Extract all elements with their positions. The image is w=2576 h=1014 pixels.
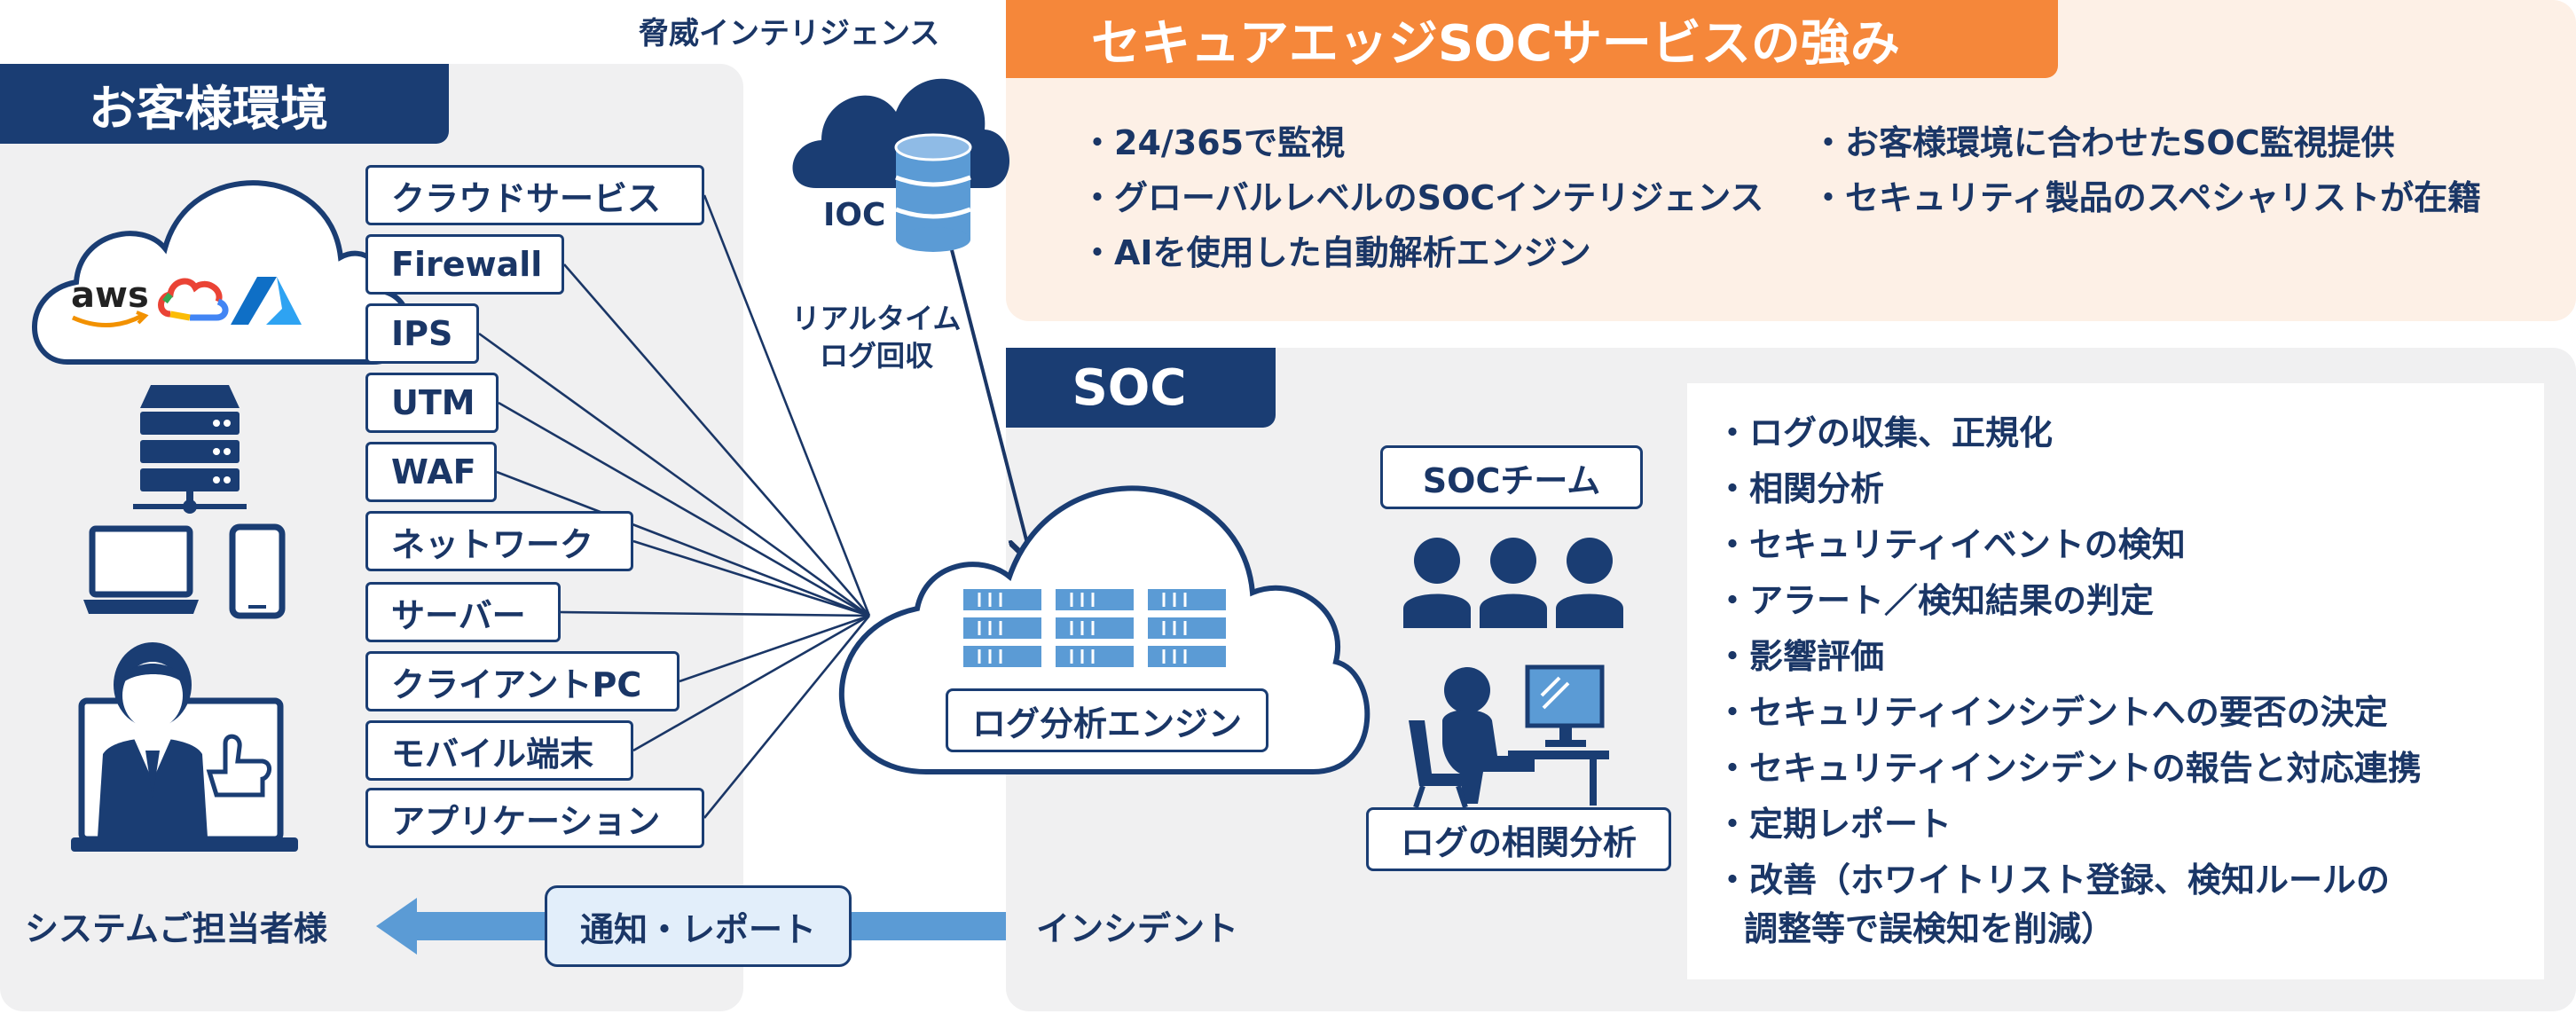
source-label: サーバー xyxy=(391,595,526,635)
customer-env-title-text: お客様環境 xyxy=(89,80,328,137)
source-label: モバイル端末 xyxy=(391,734,594,774)
source-label: クライアントPC xyxy=(391,664,642,704)
source-network: ネットワーク xyxy=(365,511,633,571)
analyst-at-desk-icon xyxy=(1409,664,1609,808)
threat-intelligence-label: 脅威インテリジェンス xyxy=(639,16,940,51)
list-item: グローバルレベルのSOCインテリジェンス xyxy=(1080,170,1763,225)
system-owner-icon xyxy=(71,642,298,852)
list-item: 24/365で監視 xyxy=(1080,115,1763,170)
soc-title: SOC xyxy=(1006,348,1276,428)
source-label: IPS xyxy=(391,314,453,353)
source-firewall: Firewall xyxy=(365,234,564,295)
database-icon xyxy=(894,133,972,252)
realtime-log-arrow xyxy=(949,246,1031,557)
notify-report-box: 通知・レポート xyxy=(545,885,852,967)
source-label: WAF xyxy=(391,452,476,491)
list-item: アラート／検知結果の判定 xyxy=(1716,573,2422,629)
source-utm: UTM xyxy=(365,373,499,433)
strengths-title-banner: セキュアエッジSOCサービスの強み xyxy=(1006,0,2058,78)
soc-task-list: ログの収集、正規化 相関分析 セキュリティイベントの検知 アラート／検知結果の判… xyxy=(1716,405,2422,908)
soc-title-text: SOC xyxy=(1072,358,1187,417)
list-item: セキュリティインシデントの報告と対応連携 xyxy=(1716,741,2422,797)
list-item: 影響評価 xyxy=(1716,629,2422,685)
azure-logo-icon xyxy=(231,277,302,325)
smartphone-icon xyxy=(229,523,286,619)
log-engine-label: ログ分析エンジン xyxy=(946,688,1268,752)
list-item: セキュリティ製品のスペシャリストが在籍 xyxy=(1811,170,2481,225)
aws-logo-icon: aws xyxy=(71,275,149,327)
ioc-label: IOC xyxy=(823,197,886,233)
strengths-list-left: 24/365で監視 グローバルレベルのSOCインテリジェンス AIを使用した自動… xyxy=(1080,115,1763,280)
list-item: 相関分析 xyxy=(1716,461,2422,517)
list-item: セキュリティイベントの検知 xyxy=(1716,517,2422,573)
list-item: 定期レポート xyxy=(1716,797,2422,853)
list-item: お客様環境に合わせたSOC監視提供 xyxy=(1811,115,2481,170)
system-owner-label: システムご担当者様 xyxy=(25,909,327,948)
soc-team-label: SOCチーム xyxy=(1380,445,1643,509)
customer-env-title: お客様環境 xyxy=(0,64,449,144)
connector-lines xyxy=(478,194,871,819)
list-item: AIを使用した自動解析エンジン xyxy=(1080,225,1763,280)
soc-team-icon xyxy=(1403,538,1623,628)
list-item: セキュリティインシデントへの要否の決定 xyxy=(1716,685,2422,741)
engine-server-icons xyxy=(963,589,1226,667)
svg-text:aws: aws xyxy=(71,275,149,316)
laptop-icon xyxy=(83,525,199,614)
realtime-label-line1: リアルタイム xyxy=(791,302,962,335)
source-label: アプリケーション xyxy=(391,801,661,841)
source-server: サーバー xyxy=(365,582,561,642)
list-item: ログの収集、正規化 xyxy=(1716,405,2422,461)
source-client-pc: クライアントPC xyxy=(365,651,679,711)
source-cloud-service: クラウドサービス xyxy=(365,165,704,225)
list-item: 改善（ホワイトリスト登録、検知ルールの xyxy=(1716,853,2422,908)
server-rack-icon xyxy=(133,385,247,514)
realtime-label-line2: ログ回収 xyxy=(819,339,933,373)
source-label: ネットワーク xyxy=(391,524,594,564)
realtime-log-label: リアルタイム ログ回収 xyxy=(779,300,974,374)
source-label: UTM xyxy=(391,383,475,422)
strengths-title: セキュアエッジSOCサービスの強み xyxy=(1091,14,1900,73)
source-waf: WAF xyxy=(365,442,497,502)
source-label: Firewall xyxy=(391,245,543,284)
source-label: クラウドサービス xyxy=(391,178,662,218)
incident-label: インシデント xyxy=(1036,909,1239,948)
source-ips: IPS xyxy=(365,303,479,364)
source-application: アプリケーション xyxy=(365,788,704,848)
soc-task-continuation: 調整等で誤検知を削減） xyxy=(1744,909,2116,948)
log-correlation-label: ログの相関分析 xyxy=(1366,807,1671,871)
customer-cloud-icon xyxy=(32,180,412,365)
strengths-list-right: お客様環境に合わせたSOC監視提供 セキュリティ製品のスペシャリストが在籍 xyxy=(1811,115,2481,225)
google-cloud-logo-icon xyxy=(158,278,229,321)
source-mobile: モバイル端末 xyxy=(365,720,633,781)
